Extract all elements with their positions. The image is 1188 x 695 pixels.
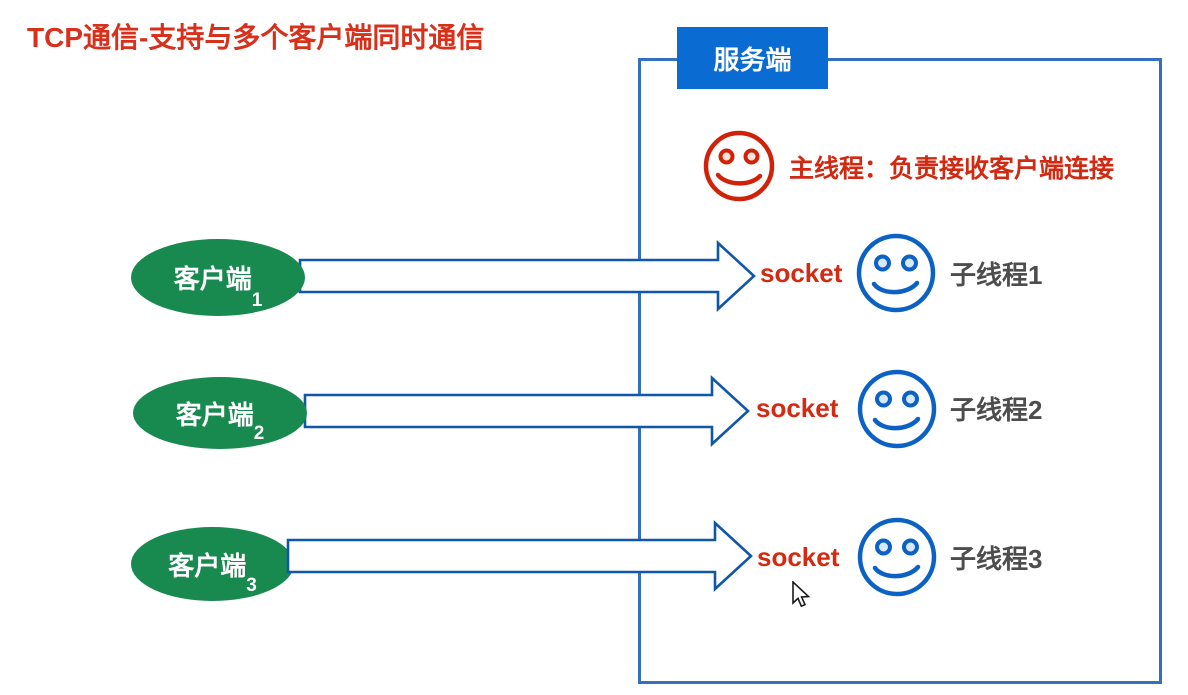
page-title: TCP通信-支持与多个客户端同时通信 xyxy=(27,22,485,53)
child-thread-2-smiley-icon xyxy=(857,369,937,449)
client-1-label: 客户端 xyxy=(173,264,252,294)
client-1-number: 1 xyxy=(251,290,263,311)
client-3-label: 客户端 xyxy=(168,550,247,581)
server-header: 服务端 xyxy=(677,27,828,89)
socket-label-1: socket xyxy=(760,257,843,288)
server-header-label: 服务端 xyxy=(713,44,792,75)
child-thread-3-smiley-icon xyxy=(857,517,937,597)
client-3-number: 3 xyxy=(246,575,257,596)
child-thread-1-smiley-icon xyxy=(856,233,936,313)
child-thread-1-label: 子线程1 xyxy=(950,259,1043,290)
socket-label-3: socket xyxy=(757,541,840,572)
client-2-number: 2 xyxy=(253,423,265,444)
main-thread-label: 主线程：负责接收客户端连接 xyxy=(789,155,1115,183)
child-thread-3-label: 子线程3 xyxy=(950,543,1043,574)
client-2-label: 客户端 xyxy=(175,399,254,430)
child-thread-2-label: 子线程2 xyxy=(950,394,1043,425)
main-thread-smiley-icon xyxy=(703,130,775,202)
server-container xyxy=(638,58,1162,684)
socket-label-2: socket xyxy=(756,392,839,423)
